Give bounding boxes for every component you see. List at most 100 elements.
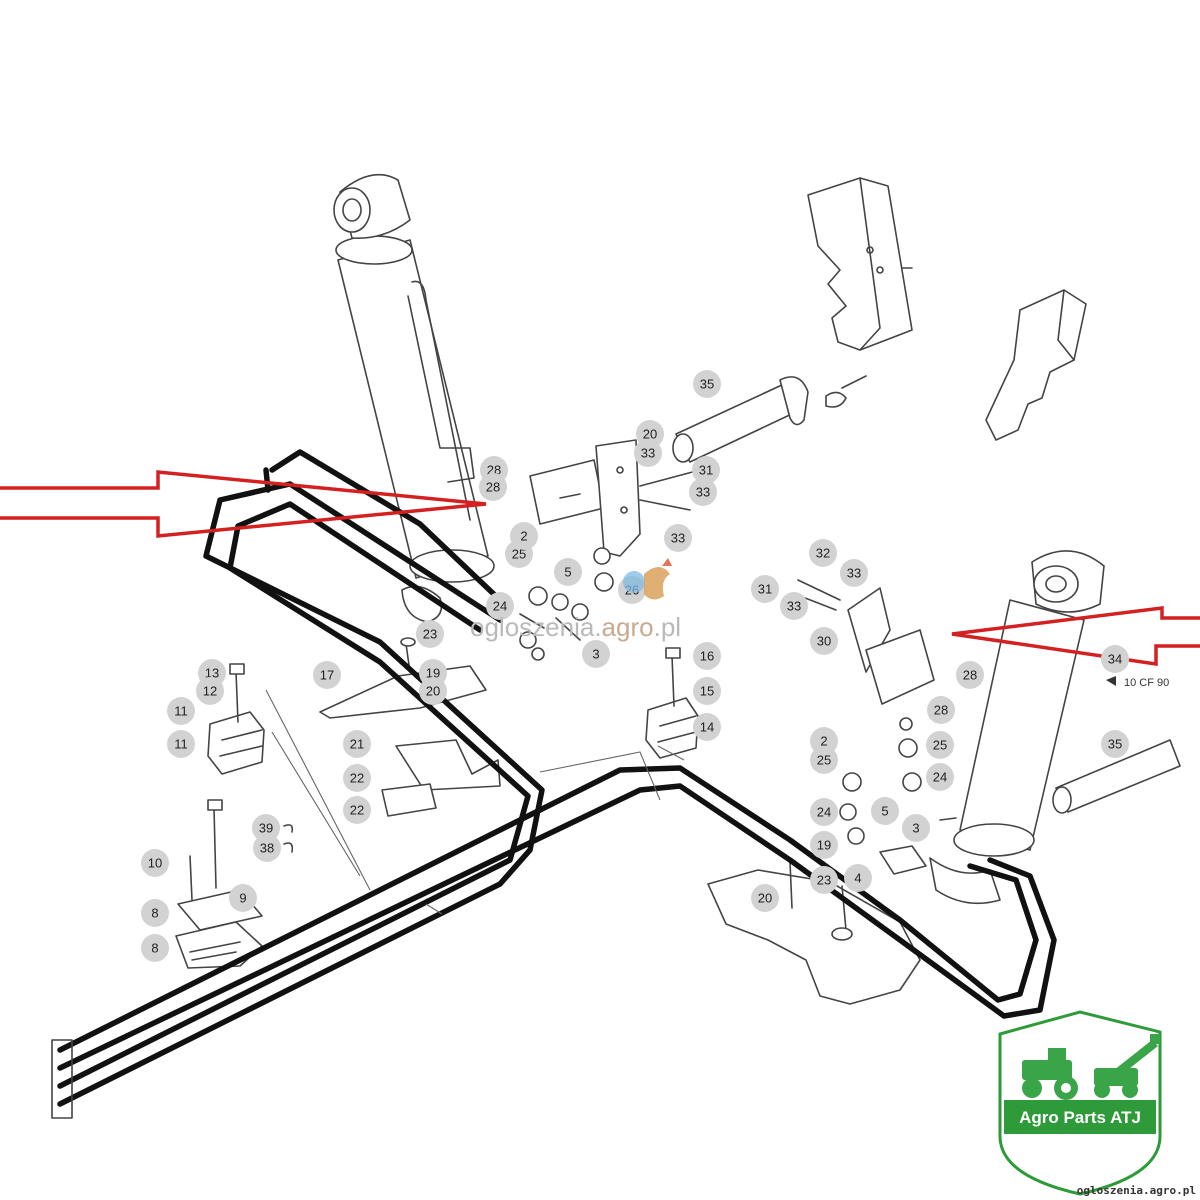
- callout-8: 8: [141, 934, 169, 962]
- callout-circle: [253, 834, 281, 862]
- callout-circle: [844, 864, 872, 892]
- callout-label: 3: [592, 647, 599, 662]
- callout-30: 30: [810, 627, 838, 655]
- callout-20: 20: [419, 677, 447, 705]
- callout-11: 11: [167, 730, 195, 758]
- callout-33: 33: [840, 559, 868, 587]
- callout-circle: [692, 456, 720, 484]
- callout-label: 39: [259, 821, 273, 836]
- callout-label: 33: [847, 566, 861, 581]
- fittings-cluster-right: [839, 717, 957, 875]
- right-cylinder: [929, 550, 1105, 905]
- pin-upper: [672, 375, 867, 463]
- callout-label: 25: [817, 753, 831, 768]
- callout-circle: [693, 642, 721, 670]
- bolt-group-8: [175, 799, 294, 969]
- callout-23: 23: [416, 620, 444, 648]
- callout-label: 25: [512, 547, 526, 562]
- agro-parts-logo: Agro Parts ATJ: [998, 1010, 1162, 1196]
- clamp-11: [207, 663, 265, 775]
- callout-23: 23: [810, 866, 838, 894]
- callout-circle: [416, 620, 444, 648]
- callout-label: 5: [564, 565, 571, 580]
- callout-35: 35: [693, 370, 721, 398]
- callout-label: 8: [151, 906, 158, 921]
- callout-circle: [810, 627, 838, 655]
- callout-16: 16: [693, 642, 721, 670]
- callout-label: 9: [239, 891, 246, 906]
- part-code-text: 10 CF 90: [1124, 677, 1169, 689]
- callout-label: 22: [350, 803, 364, 818]
- callout-33: 33: [634, 439, 662, 467]
- callout-24: 24: [926, 763, 954, 791]
- callout-circle: [810, 798, 838, 826]
- callout-label: 20: [426, 684, 440, 699]
- callout-circle: [167, 697, 195, 725]
- callout-circle: [582, 640, 610, 668]
- callout-label: 35: [700, 377, 714, 392]
- callout-22: 22: [343, 764, 371, 792]
- callout-circle: [141, 934, 169, 962]
- callout-label: 11: [174, 737, 188, 752]
- callout-label: 17: [320, 668, 334, 683]
- left-cylinder: [333, 173, 495, 623]
- callout-10: 10: [141, 849, 169, 877]
- callout-33: 33: [780, 592, 808, 620]
- callout-label: 19: [426, 666, 440, 681]
- callout-circle: [313, 661, 341, 689]
- callout-circle: [689, 478, 717, 506]
- callout-33: 33: [689, 478, 717, 506]
- callout-label: 31: [699, 463, 713, 478]
- callout-circle: [419, 677, 447, 705]
- callout-label: 34: [1108, 652, 1122, 667]
- callout-label: 33: [641, 446, 655, 461]
- callout-circle: [902, 814, 930, 842]
- callout-label: 2: [520, 529, 527, 544]
- callout-circle: [479, 473, 507, 501]
- callout-circle: [693, 713, 721, 741]
- callout-8: 8: [141, 899, 169, 927]
- callout-label: 28: [963, 668, 977, 683]
- callout-circle: [634, 439, 662, 467]
- svg-text:ogloszenia.agro.pl: ogloszenia.agro.pl: [470, 612, 681, 642]
- callout-21: 21: [343, 730, 371, 758]
- callout-circle: [926, 763, 954, 791]
- callout-circle: [751, 884, 779, 912]
- callout-31: 31: [751, 575, 779, 603]
- callout-label: 21: [350, 737, 364, 752]
- callout-28: 28: [479, 473, 507, 501]
- callout-label: 22: [350, 771, 364, 786]
- callout-label: 33: [671, 531, 685, 546]
- callout-15: 15: [693, 677, 721, 705]
- callout-label: 5: [881, 804, 888, 819]
- callout-label: 31: [758, 582, 772, 597]
- valve-block-right: [797, 579, 935, 705]
- callout-label: 33: [696, 485, 710, 500]
- callout-2: 2: [510, 522, 538, 550]
- callout-circle: [871, 797, 899, 825]
- callout-label: 35: [1108, 737, 1122, 752]
- watermark: ogloszenia.agro.pl: [470, 558, 681, 642]
- callout-circle: [196, 677, 224, 705]
- callout-circle: [486, 592, 514, 620]
- part-code: 10 CF 90: [1106, 676, 1169, 689]
- callout-circle: [141, 899, 169, 927]
- callout-label: 24: [933, 770, 947, 785]
- callout-label: 14: [700, 720, 714, 735]
- callout-label: 30: [817, 634, 831, 649]
- callout-28: 28: [927, 696, 955, 724]
- callout-circle: [693, 677, 721, 705]
- callout-circle: [167, 730, 195, 758]
- callout-39: 39: [252, 814, 280, 842]
- callout-35: 35: [1101, 730, 1129, 758]
- callout-circle: [343, 730, 371, 758]
- callout-label: 2: [820, 734, 827, 749]
- callout-circle: [141, 849, 169, 877]
- callout-circle: [927, 696, 955, 724]
- callout-label: 3: [912, 821, 919, 836]
- callout-label: 24: [817, 805, 831, 820]
- rooster-icon: [623, 558, 672, 600]
- callout-circle: [1101, 730, 1129, 758]
- callout-label: 32: [816, 546, 830, 561]
